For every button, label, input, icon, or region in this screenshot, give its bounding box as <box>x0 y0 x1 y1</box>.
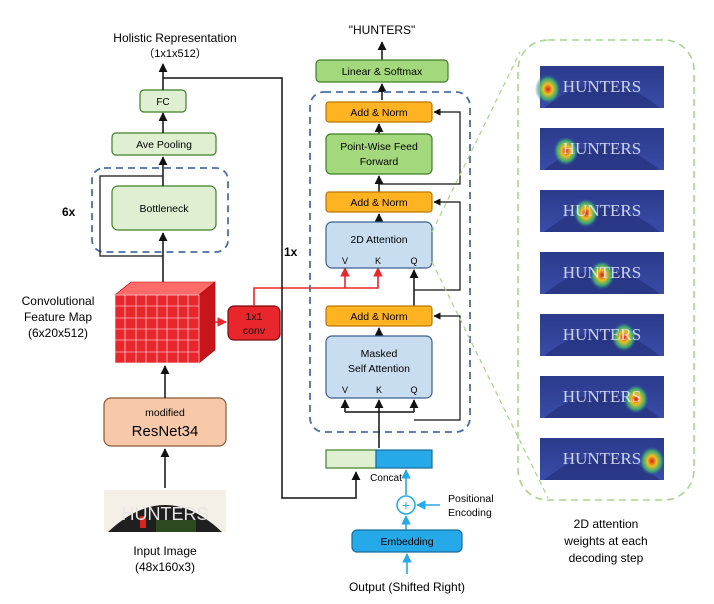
ffn-box <box>325 133 433 175</box>
fc-label: FC <box>156 97 169 108</box>
add-norm-mid-box <box>325 191 433 213</box>
attention-caption-line3: decoding step <box>569 551 644 565</box>
attention-step-text: HUNTERS <box>563 201 641 220</box>
attention-2d-port-v: V <box>342 256 348 266</box>
conv-line1: 1x1 <box>246 311 263 323</box>
bottleneck-label: Bottleneck <box>139 203 189 215</box>
masked-input-split <box>345 411 414 448</box>
attention-panel <box>517 39 695 501</box>
attention-2d-port-k: K <box>375 256 381 266</box>
attention-2d-box <box>325 221 433 269</box>
masked-port-v: V <box>342 385 348 395</box>
residual-masked <box>414 312 461 421</box>
linear-softmax-box <box>315 59 449 83</box>
holistic-feed-line <box>163 77 361 499</box>
bottleneck-repeat: 6x <box>62 205 76 219</box>
add-norm-low-label: Add & Norm <box>350 311 407 323</box>
conv-line2: conv <box>243 325 266 337</box>
positional-add-symbol: + <box>402 497 410 513</box>
red-path-to-k <box>345 267 383 289</box>
masked-attention-box <box>325 335 433 399</box>
concat-left <box>325 449 377 469</box>
masked-line2: Self Attention <box>348 363 410 375</box>
attention-step-thumbnail: HUNTERS <box>540 190 664 232</box>
add-norm-low-box <box>325 305 433 327</box>
positional-line2: Encoding <box>448 507 492 519</box>
attention-thumbnails: HUNTERS HUNTERS HUNTERS HUNTERS HUNTERS HUNTE… <box>535 66 665 480</box>
attention-step-text: HUNTERS <box>563 387 641 406</box>
bottleneck-box <box>111 185 217 231</box>
embedding-label: Embedding <box>380 536 433 548</box>
add-norm-top-label: Add & Norm <box>350 107 407 119</box>
input-image: HUNTERS <box>104 490 226 532</box>
attention-step-text: HUNTERS <box>563 77 641 96</box>
output-shifted-label: Output (Shifted Right) <box>349 580 465 594</box>
feature-map-line2: Feature Map <box>24 310 92 324</box>
attention-step-text: HUNTERS <box>563 139 641 158</box>
residual-ffn <box>379 108 461 185</box>
resnet-line2: ResNet34 <box>132 423 199 440</box>
holistic-dims: （1x1x512） <box>143 47 207 60</box>
holistic-title: Holistic Representation <box>113 31 236 45</box>
ffn-line2: Forward <box>360 156 399 168</box>
attention-2d-label: 2D Attention <box>350 234 407 246</box>
input-caption-line2: (48x160x3) <box>135 560 195 574</box>
attention-step-thumbnail: HUNTERS <box>540 438 665 480</box>
masked-port-k: K <box>376 385 382 395</box>
feature-map-line1: Convolutional <box>22 294 95 308</box>
resnet-line1: modified <box>145 407 185 419</box>
attention-caption-line2: weights at each <box>563 534 647 548</box>
decoder-output-label: "HUNTERS" <box>349 23 416 37</box>
attention-step-thumbnail: HUNTERS <box>540 376 664 418</box>
zoom-line-top <box>431 51 521 233</box>
concat-label: Concat <box>370 473 402 484</box>
attention-step-thumbnail: HUNTERS <box>540 128 664 170</box>
ave-pooling-box <box>111 132 217 156</box>
attention-step-text: HUNTERS <box>563 263 641 282</box>
masked-line1: Masked <box>361 348 398 360</box>
attention-step-thumbnail: HUNTERS <box>535 66 664 108</box>
positional-line1: Positional <box>448 493 494 505</box>
attention-step-thumbnail: HUNTERS <box>540 252 664 294</box>
bottleneck-group <box>91 167 229 253</box>
input-caption-line1: Input Image <box>133 544 197 558</box>
linear-softmax-label: Linear & Softmax <box>342 66 423 78</box>
red-path-to-v <box>253 267 350 306</box>
ave-pooling-label: Ave Pooling <box>136 139 192 151</box>
attention-step-text: HUNTERS <box>563 325 641 344</box>
feature-map-line3: (6x20x512) <box>28 326 88 340</box>
input-image-text: HUNTERS <box>121 504 208 524</box>
concat-right <box>375 449 433 469</box>
add-norm-mid-label: Add & Norm <box>350 197 407 209</box>
ffn-line1: Point-Wise Feed <box>340 141 418 153</box>
attention-step-text: HUNTERS <box>563 449 641 468</box>
attention-step-thumbnail: HUNTERS <box>540 314 664 356</box>
feature-map-cube <box>114 281 216 364</box>
embedding-box <box>351 529 463 553</box>
positional-add-circle <box>396 495 416 515</box>
masked-port-q: Q <box>410 385 417 395</box>
decoder-repeat: 1x <box>284 245 298 259</box>
zoom-line-bottom <box>431 261 549 499</box>
attention-2d-port-q: Q <box>410 256 417 266</box>
bottleneck-loop <box>99 175 163 257</box>
residual-attn <box>414 198 461 291</box>
attention-caption-line1: 2D attention <box>574 517 639 531</box>
add-norm-top-box <box>325 101 433 123</box>
decoder-block <box>309 91 471 433</box>
